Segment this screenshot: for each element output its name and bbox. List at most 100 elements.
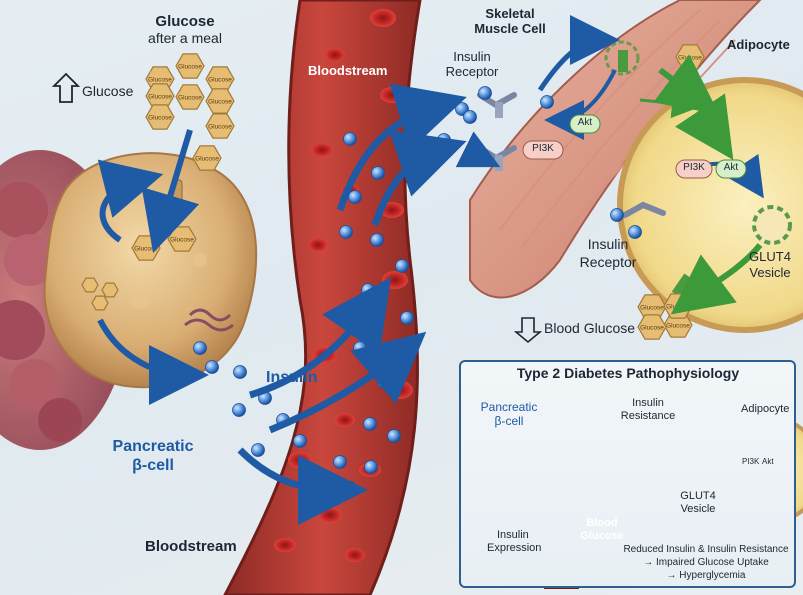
adipocyte-receptor-line2: Receptor [568, 255, 648, 270]
inset-adipocyte-label: Adipocyte [741, 404, 789, 416]
red-blood-cell [325, 48, 345, 62]
insulin-molecule [233, 404, 246, 417]
glucose-hex-label: Glucose [208, 99, 232, 106]
insulin-molecule [541, 96, 554, 109]
inset-summary-line1: Reduced Insulin & Insulin Resistance [618, 545, 794, 556]
glucose-title: Glucose [140, 14, 230, 30]
insulin-molecule [438, 134, 451, 147]
inset-insulin-expr-line2: Expression [487, 543, 541, 555]
glucose-hexagon: Glucose [206, 89, 234, 113]
glucose-hex-label: Glucose [208, 124, 232, 131]
inset-glut4-line1: GLUT4 [676, 491, 720, 503]
insulin-molecule [479, 87, 492, 100]
glucose-hex-label: Glucose [148, 77, 172, 84]
glut4-label-line2: Vesicle [738, 266, 802, 280]
insulin-molecule [206, 361, 219, 374]
inset-title: Type 2 Diabetes Pathophysiology [470, 366, 786, 381]
muscle-akt-label: Akt [570, 118, 600, 129]
insulin-molecule [401, 312, 414, 325]
red-blood-cell [387, 381, 413, 399]
insulin-molecule [334, 456, 347, 469]
glucose-hexagon [82, 278, 98, 292]
glucose-subtitle: after a meal [130, 31, 240, 46]
glucose-hex-label: Glucose [170, 237, 194, 244]
muscle-receptor-line2: Receptor [432, 65, 512, 79]
insulin-molecule [396, 260, 409, 273]
inset-resistance-line2: Resistance [618, 411, 678, 423]
blood-glucose-down-arrow-icon [516, 318, 540, 342]
red-blood-cell [274, 538, 296, 552]
insulin-molecule [378, 376, 391, 389]
red-blood-cell [311, 143, 333, 157]
insulin-molecule [388, 430, 401, 443]
glucose-hex-label: Glucose [666, 304, 690, 311]
inset-blood-glucose-line1: Blood [574, 518, 630, 530]
red-blood-cell [308, 238, 328, 252]
insulin-molecule [364, 418, 377, 431]
insulin-molecule [464, 111, 477, 124]
insulin-molecule [611, 209, 624, 222]
glucose-hexagon: Glucose [206, 67, 234, 91]
glucose-hex-label: Glucose [666, 323, 690, 330]
glucose-hex-label: Glucose [678, 55, 702, 62]
pancreatic-label-line1: Pancreatic [108, 439, 198, 456]
glucose-hexagon: Glucose [146, 105, 174, 129]
insulin-molecule [344, 133, 357, 146]
adipocyte-receptor-line1: Insulin [568, 237, 648, 252]
insulin-molecule [344, 482, 357, 495]
muscle-title-line1: Skeletal [460, 7, 560, 21]
glucose-hex-label: Glucose [640, 325, 664, 332]
muscle-pi3k-label: PI3K [523, 144, 563, 155]
insulin-molecule [349, 191, 362, 204]
insulin-molecule [194, 342, 207, 355]
red-blood-cell [380, 87, 404, 103]
glucose-hex-label: Glucose [640, 305, 664, 312]
insulin-molecule [372, 167, 385, 180]
glucose-hexagon: Glucose [638, 315, 666, 339]
insulin-molecule [365, 461, 378, 474]
insulin-molecule [294, 435, 307, 448]
insulin-molecule [252, 444, 265, 457]
glut4-label-line1: GLUT4 [738, 250, 802, 264]
glucose-hex-label: Glucose [148, 115, 172, 122]
inset-insulin-expr-line1: Insulin [497, 530, 529, 542]
inset-pancreatic-line2: β-cell [474, 415, 544, 428]
muscle-receptor-line1: Insulin [432, 50, 512, 64]
inset-summary-line2: → Impaired Glucose Uptake [618, 558, 794, 569]
inset-blood-glucose-line2: Glucose [574, 531, 630, 543]
muscle-title-line2: Muscle Cell [460, 22, 560, 36]
adipocyte-akt-label: Akt [716, 163, 746, 174]
glucose-hexagon: Glucose [206, 114, 234, 138]
inset-akt-label: Akt [762, 458, 774, 466]
red-blood-cell [370, 9, 396, 27]
blood-glucose-down-label: Blood Glucose [544, 321, 635, 336]
red-blood-cell [382, 271, 408, 289]
red-blood-cell [345, 548, 365, 562]
insulin-molecule [234, 366, 247, 379]
inset-pancreatic-line1: Pancreatic [474, 401, 544, 414]
glucose-up-arrow-icon [54, 74, 78, 102]
glucose-hexagon [102, 283, 118, 297]
insulin-molecule [340, 226, 353, 239]
glucose-hexagon [92, 296, 108, 310]
red-blood-cell [288, 452, 312, 468]
bloodstream-bottom-label: Bloodstream [145, 539, 237, 555]
glucose-hexagon: Glucose [176, 85, 204, 109]
red-blood-cell [318, 507, 342, 523]
inset-resistance-line1: Insulin [618, 398, 678, 410]
insulin-molecule [362, 284, 375, 297]
glucose-hex-label: Glucose [178, 64, 202, 71]
insulin-label: Insulin [266, 370, 318, 387]
inset-summary-line3: → Hyperglycemia [618, 571, 794, 582]
glucose-hex-label: Glucose [208, 77, 232, 84]
glucose-hexagon: Glucose [176, 54, 204, 78]
glucose-hex-label: Glucose [134, 246, 158, 253]
glucose-hex-label: Glucose [178, 95, 202, 102]
adipocyte-title: Adipocyte [727, 38, 790, 52]
pancreatic-label-line2: β-cell [108, 458, 198, 475]
pancreatic-beta-cell [44, 153, 256, 387]
glucose-hex-label: Glucose [195, 156, 219, 163]
inset-glut4-line2: Vesicle [676, 504, 720, 516]
red-blood-cell [335, 413, 355, 427]
glucose-hex-label: Glucose [148, 94, 172, 101]
